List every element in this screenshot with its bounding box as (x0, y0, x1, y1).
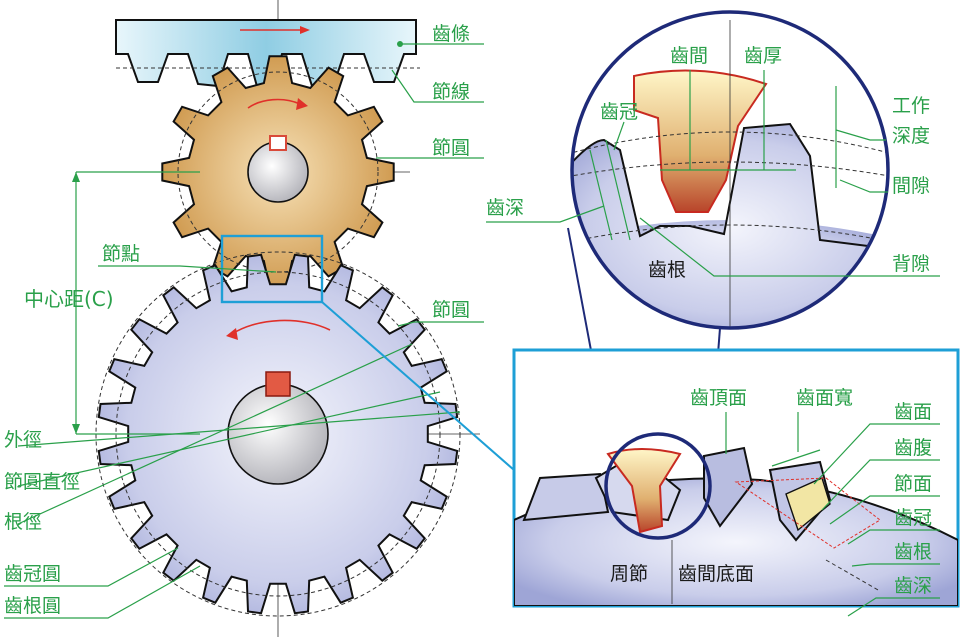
label-tooth-thickness: 齒厚 (744, 45, 782, 67)
arrow-head-icon (300, 26, 310, 34)
driven-gear (95, 251, 461, 617)
label-pitch-diameter: 節圓直徑 (4, 471, 80, 493)
label-root-diameter: 根徑 (4, 511, 42, 533)
leader-line (847, 597, 940, 617)
leader-line (397, 321, 484, 327)
label-bottom-land: 齒間底面 (678, 563, 754, 585)
3d-pitch-arc (825, 559, 879, 591)
leader-line (613, 121, 625, 151)
zoom-pinion-tooth (633, 69, 768, 213)
label-backlash: 背隙 (892, 253, 930, 275)
label-whole-depth: 齒深 (486, 197, 524, 219)
pitch-diameter-line (17, 391, 441, 487)
label-dedendum-circle: 齒根圓 (4, 595, 61, 617)
3d-pitch-surface (734, 477, 881, 549)
label-top-land: 齒頂面 (690, 387, 747, 409)
leader-line (835, 129, 886, 141)
outside-diameter-line (17, 411, 461, 447)
label-outside-diameter: 外徑 (4, 429, 42, 451)
label-tooth-flank: 齒腹 (894, 437, 932, 459)
label-whole-depth-2: 齒深 (894, 575, 932, 597)
zoom-circle-border (570, 10, 890, 330)
3d-tooth (703, 446, 754, 528)
gear-hub (227, 383, 329, 485)
leader-line (98, 265, 277, 273)
3d-tooth (522, 472, 610, 522)
key-slot-icon (265, 371, 291, 397)
label-working-depth-2: 深度 (892, 125, 930, 147)
arrow-head-icon (226, 328, 238, 340)
leader-line (813, 423, 940, 485)
label-tooth-space: 齒間 (670, 45, 708, 67)
leader-line (847, 529, 940, 545)
3d-zoom-circle (604, 432, 712, 540)
gear-pitch-circle (115, 271, 441, 597)
leader-line (639, 217, 940, 277)
label-addendum: 齒冠 (600, 101, 638, 123)
label-working-depth-1: 工作 (892, 95, 930, 117)
label-circular-pitch: 周節 (610, 563, 648, 585)
whole-depth-dimension (605, 139, 631, 241)
label-tooth-face: 齒面 (894, 401, 932, 423)
leader-line (391, 69, 484, 103)
label-center-distance: 中心距(C) (24, 287, 114, 311)
label-dedendum: 齒根 (648, 259, 686, 281)
face-width-dimension (771, 449, 821, 467)
label-pitch-circle-bottom: 節圓 (432, 299, 470, 321)
label-pitch-circle-top: 節圓 (432, 137, 470, 159)
label-pitch-line: 節線 (432, 81, 470, 103)
gear-outer-circle (95, 251, 461, 617)
leader-line (839, 179, 888, 193)
leader-line (829, 495, 940, 525)
addendum-dimension (589, 149, 613, 241)
zoom-connector (321, 301, 515, 471)
leader-line (4, 565, 201, 619)
tooth-detail-zoom (570, 10, 890, 330)
leader-line (486, 205, 605, 223)
leader-dot (397, 41, 403, 47)
label-face-width: 齒面寬 (796, 387, 853, 409)
leader-line (4, 547, 179, 587)
arrow-head-icon (72, 172, 80, 182)
arrow-head-icon (72, 424, 80, 434)
leader-line (821, 459, 940, 511)
key-slot-icon (269, 135, 287, 151)
curved-arrow-icon (247, 98, 301, 109)
3d-tooth-face (785, 477, 831, 532)
curved-arrow-icon (231, 319, 331, 335)
label-dedendum-2: 齒根 (894, 541, 932, 563)
label-addendum-2: 齒冠 (894, 507, 932, 529)
label-rack: 齒條 (432, 23, 470, 45)
label-pitch-surface: 節面 (894, 473, 932, 495)
leader-line (851, 563, 940, 567)
arrow-head-icon (296, 98, 308, 110)
label-clearance: 間隙 (892, 175, 930, 197)
root-diameter-line (17, 343, 413, 525)
label-addendum-circle: 齒冠圓 (4, 563, 61, 585)
label-pitch-point: 節點 (102, 243, 140, 265)
